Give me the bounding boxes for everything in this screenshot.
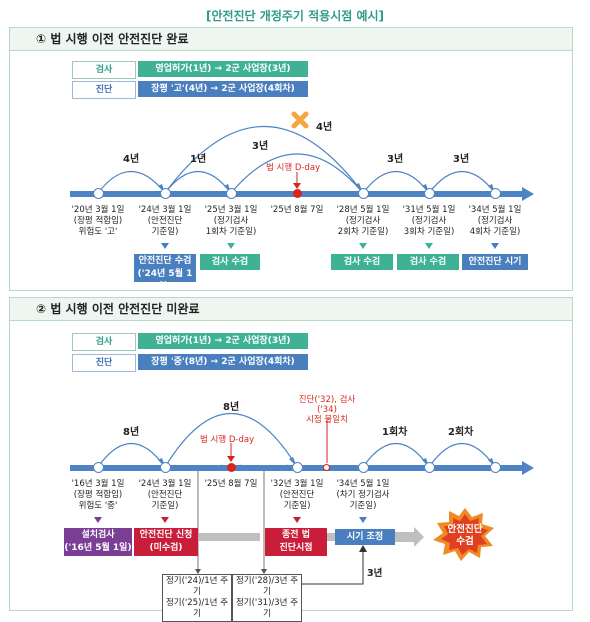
pointer-triangle [94,517,102,523]
pointer-triangle [359,243,367,249]
timeline-point [490,188,501,199]
inspection-box: 검사 수검 [200,254,260,270]
interval-label: 1회차 [382,427,408,438]
timeline-point [424,462,435,473]
mismatch-point [323,464,330,471]
dday-point [293,189,302,198]
pointer-triangle [359,517,367,523]
section2-heading: ② 법 시행 이전 안전진단 미완료 [10,298,572,321]
interval-label: 1년 [190,154,207,165]
point-label: '31년 5월 1일 (정기검사 3회차 기준일) [402,205,456,237]
point-label: '16년 3월 1일 (장평 적합임) 위험도 '중' [71,479,125,511]
pointer-triangle [161,517,169,523]
point-label: '20년 3월 1일 (장평 적합임) 위험도 '고' [71,205,125,237]
panel-incomplete: ② 법 시행 이전 안전진단 미완료 검사 영업허가(1년) → 2군 사업장(… [9,297,573,611]
panel-completed: ① 법 시행 이전 안전진단 완료 검사 영업허가(1년) → 2군 사업장(3… [9,27,573,291]
dday-label-1: 법 시행 D-day [266,163,321,173]
diagnosis-done-box: 안전진단 수검 ('24년 5월 1일) [134,254,196,292]
point-label: '32년 3월 1일 (안전진단 기준일) [270,479,324,511]
timeline-point [160,188,171,199]
point-label: '34년 5월 1일 (차기 정기검사 기준일) [336,479,390,511]
interval-label: 8년 [223,402,240,413]
timing-adjust-box: 시기 조정 [335,529,395,545]
old-law-box: 종전 법 진단시점 [265,528,327,556]
point-label: '34년 5월 1일 (정기검사 4회차 기준일) [468,205,522,237]
diagnosis-burst-label: 안전진단 수검 [447,524,483,547]
interval-label: 3년 [453,154,470,165]
inspection-box: 검사 수검 [331,254,393,270]
diagnosis-timing-box: 안전진단 시기 [462,254,528,270]
schedule-note: 정기('28)/3년 주기 정기('31)/3년 주기 [232,574,302,622]
timeline-point [358,462,369,473]
diagnosis-label-2: 진단 [72,354,136,372]
pointer-triangle [491,243,499,249]
interval-label: 3년 [252,141,269,152]
point-label: '25년 8월 7일 [204,479,258,489]
inspection-value-2: 영업허가(1년) → 2군 사업장(3년) [138,333,308,349]
interval-label: 4년 [316,122,333,133]
dday-label-2: 법 시행 D-day [200,435,255,445]
inspection-value: 영업허가(1년) → 2군 사업장(3년) [138,61,308,77]
point-label: '25년 8월 7일 [270,205,324,215]
interval-label: 8년 [123,427,140,438]
three-years-label: 3년 [367,568,383,579]
section1-heading: ① 법 시행 이전 안전진단 완료 [10,28,572,51]
timeline-point [160,462,171,473]
timeline-arrowhead-2 [522,461,534,475]
point-label: '25년 3월 1일 (정기검사 1회차 기준일) [204,205,258,237]
interval-label: 2회차 [448,427,474,438]
timeline-point [490,462,501,473]
cancel-x-icon [291,111,309,129]
point-label: '28년 5월 1일 (정기검사 2회차 기준일) [336,205,390,237]
timeline-point [226,188,237,199]
mismatch-note: 진단('32), 검사('34) 시점 불일치 [298,395,356,425]
timeline-point [93,462,104,473]
pointer-triangle [425,243,433,249]
point-label: '24년 3월 1일 (안전진단 기준일) [138,205,192,237]
timeline-arrowhead-1 [522,187,534,201]
schedule-note: 정기('24)/1년 주기 정기('25)/1년 주기 [162,574,232,622]
diagnosis-value-2: 장평 '중'(8년) → 2군 사업장(4회차) [138,354,308,370]
diagnosis-request-box: 안전진단 신청 (미수검) [134,528,198,556]
install-inspection-box: 설치검사 ('16년 5월 1일) [64,528,132,556]
timeline-point [93,188,104,199]
page-title: [안전진단 개정주기 적용시점 예시] [205,9,385,23]
pointer-triangle [161,243,169,249]
dday-point [227,463,236,472]
inspection-label: 검사 [72,61,136,79]
timeline-point [358,188,369,199]
diagnosis-label: 진단 [72,81,136,99]
pointer-triangle [227,243,235,249]
interval-label: 3년 [387,154,404,165]
interval-label: 4년 [123,154,140,165]
pointer-triangle [293,517,301,523]
inspection-label-2: 검사 [72,333,136,351]
diagnosis-value: 장평 '고'(4년) → 2군 사업장(4회차) [138,81,308,97]
timeline-point [424,188,435,199]
timeline-point [292,462,303,473]
point-label: '24년 3월 1일 (안전진단 기준일) [138,479,192,511]
inspection-box: 검사 수검 [397,254,459,270]
